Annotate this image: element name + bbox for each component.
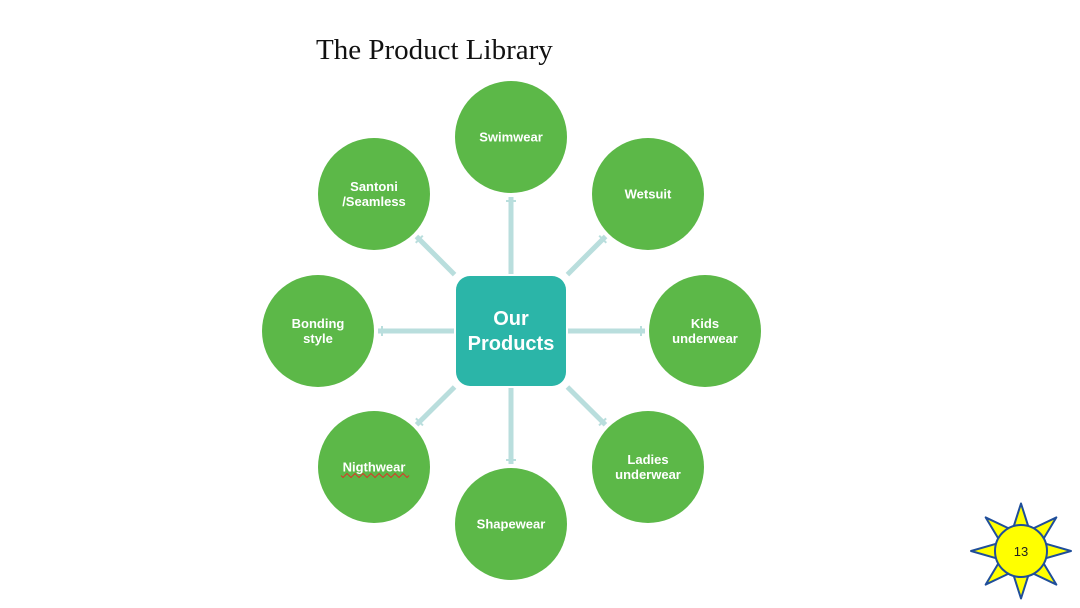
node-label-nigthwear: Nigthwear: [343, 460, 406, 475]
node-label-shapewear: Shapewear: [477, 517, 546, 532]
connector-cap-nigthwear: [415, 417, 424, 427]
node-santoni-seamless: Santoni/Seamless: [318, 138, 430, 250]
node-label-swimwear: Swimwear: [479, 130, 543, 145]
node-swimwear: Swimwear: [455, 81, 567, 193]
page-number-badge: 13: [970, 502, 1072, 600]
node-nigthwear: Nigthwear: [318, 411, 430, 523]
node-label-kids-underwear: underwear: [672, 331, 738, 346]
sun-ray-icon: [1012, 574, 1030, 600]
connector-cap-ladies-underwear: [598, 417, 607, 427]
connector-cap-santoni-seamless: [415, 235, 424, 244]
hub-label: Our: [493, 308, 529, 330]
node-circle-bonding-style: [262, 275, 374, 387]
node-circle-santoni-seamless: [318, 138, 430, 250]
connector-nigthwear: [414, 385, 457, 427]
nodes: SwimwearWetsuitKidsunderwearLadiesunderw…: [262, 81, 761, 580]
node-circle-wetsuit: [592, 138, 704, 250]
sun-ray-icon: [970, 542, 998, 560]
sun-icon: [994, 524, 1048, 578]
node-wetsuit: Wetsuit: [592, 138, 704, 250]
connector-wetsuit: [565, 234, 608, 277]
node-circle-kids-underwear: [649, 275, 761, 387]
spellcheck-squiggle: [340, 472, 410, 479]
sun-ray-icon: [1012, 502, 1030, 528]
node-circle-ladies-underwear: [592, 411, 704, 523]
connectors: [378, 197, 645, 464]
page-number: 13: [1014, 544, 1028, 559]
sun-ray-icon: [1044, 542, 1072, 560]
node-label-santoni-seamless: /Seamless: [342, 194, 406, 209]
connector-cap-wetsuit: [598, 235, 607, 244]
node-label-kids-underwear: Kids: [691, 316, 719, 331]
connector-ladies-underwear: [565, 385, 608, 427]
node-shapewear: Shapewear: [455, 468, 567, 580]
hub-box: [456, 276, 566, 386]
node-label-wetsuit: Wetsuit: [625, 187, 672, 202]
hub-label: Products: [468, 333, 555, 355]
node-label-ladies-underwear: underwear: [615, 467, 681, 482]
node-label-ladies-underwear: Ladies: [627, 452, 668, 467]
node-label-bonding-style: style: [303, 331, 333, 346]
node-label-santoni-seamless: Santoni: [350, 179, 398, 194]
slide-title: The Product Library: [316, 34, 553, 66]
node-circle-swimwear: [455, 81, 567, 193]
node-label-bonding-style: Bonding: [292, 316, 345, 331]
node-circle-nigthwear: [318, 411, 430, 523]
connector-santoni-seamless: [414, 234, 457, 277]
node-circle-shapewear: [455, 468, 567, 580]
